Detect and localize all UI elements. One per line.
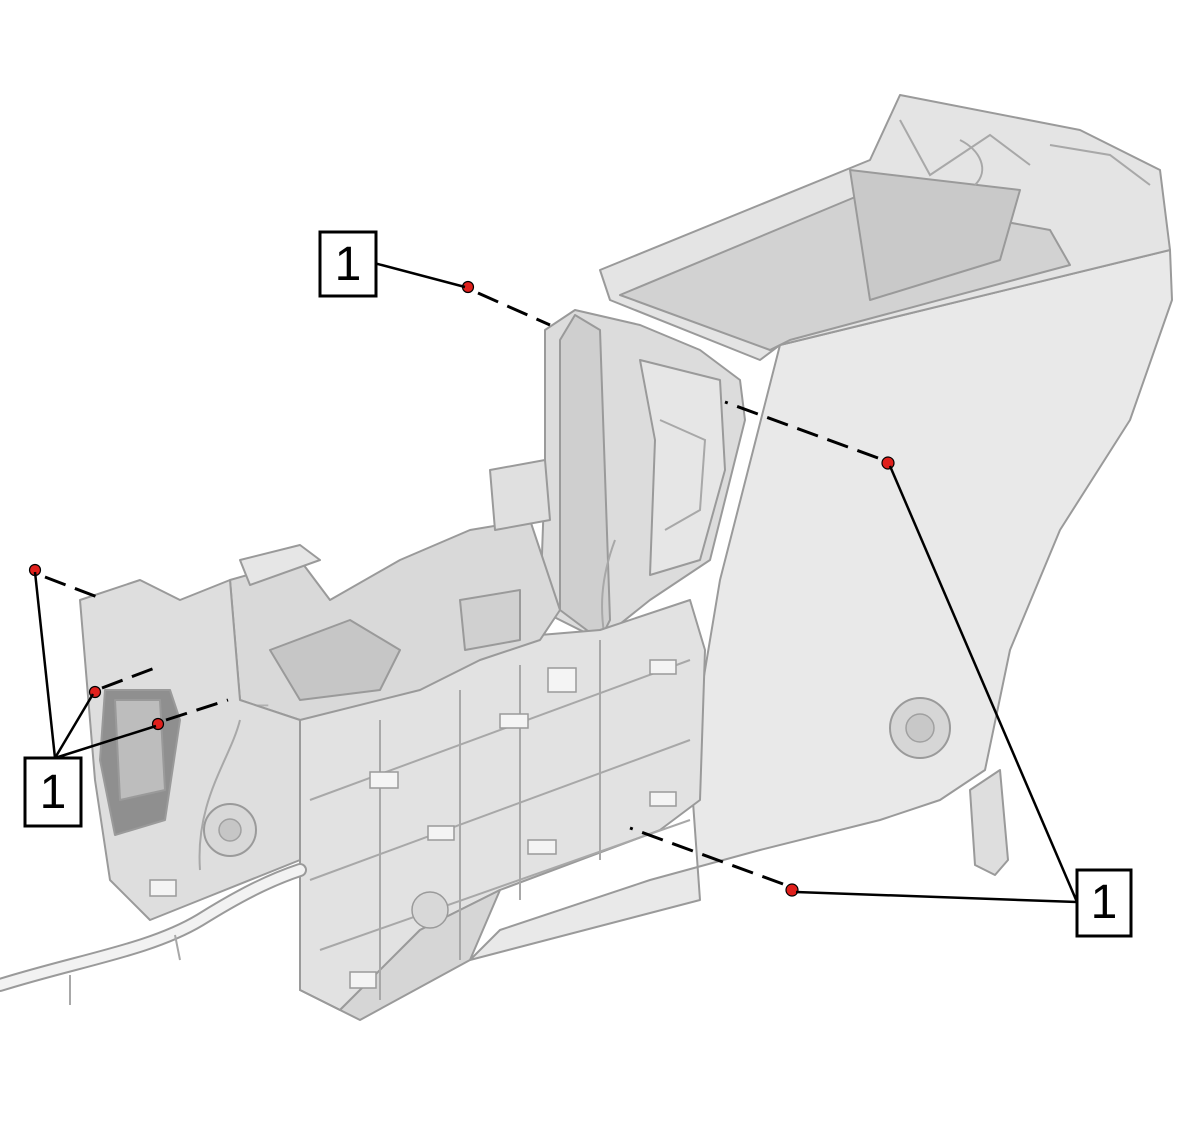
console-side-panel	[469, 249, 1173, 961]
frame-ribs	[309, 640, 691, 1000]
leader-lines	[33, 261, 1079, 904]
screw-icon	[881, 456, 895, 470]
console-center-tower	[539, 309, 746, 641]
callout-top: 1	[318, 230, 378, 298]
storage-bin	[599, 94, 1171, 361]
callout-label: 1	[1091, 876, 1118, 929]
wiring-harness	[0, 719, 307, 1005]
console-lower-frame	[299, 599, 706, 1021]
screw-icon	[785, 883, 799, 897]
install-paths	[44, 291, 879, 886]
rear-bracket	[79, 579, 301, 921]
shifter-mount: E	[229, 459, 561, 725]
callout-right: 1	[1075, 868, 1133, 938]
callout-left: 1	[23, 756, 83, 828]
callout-label: 1	[40, 766, 67, 819]
callout-label: 1	[335, 238, 362, 291]
